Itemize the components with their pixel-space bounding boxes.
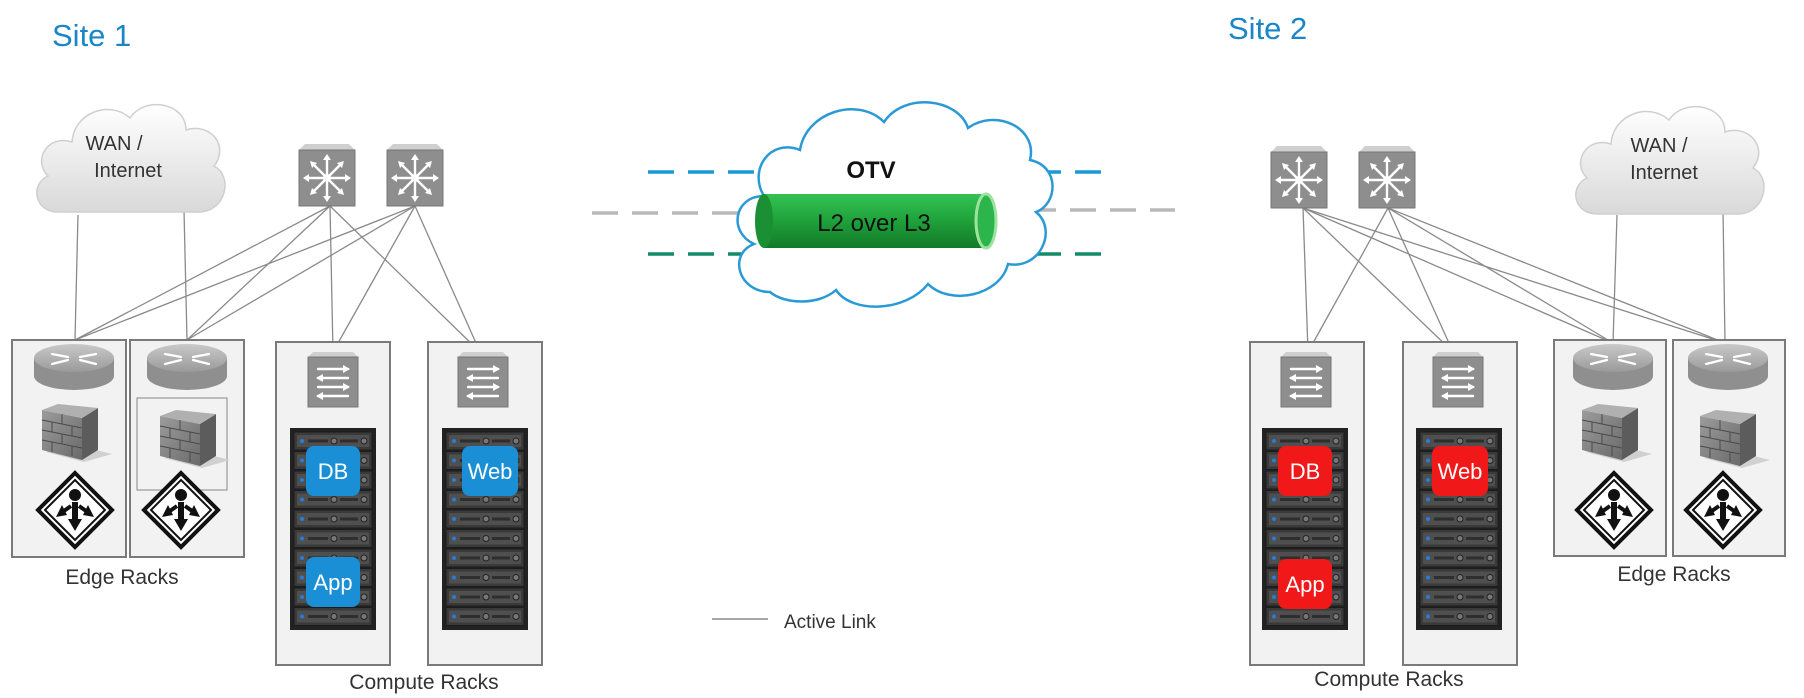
site1-compute-rack-db-app: DB App — [275, 341, 391, 666]
site2-edge-rack-2 — [1672, 339, 1786, 557]
site1-web-vm-label: Web — [468, 459, 513, 484]
site2-web-vm-label: Web — [1438, 459, 1483, 484]
legend: Active Link — [712, 612, 876, 633]
otv-tunnel-label: L2 over L3 — [817, 210, 930, 237]
site2-app-vm-label: App — [1285, 572, 1324, 597]
site1-core-switch-1-icon — [297, 142, 357, 208]
tor-switch-icon — [1431, 350, 1485, 409]
site1-app-vm-label: App — [313, 570, 352, 595]
site2-wan-label-line2: Internet — [1630, 162, 1698, 184]
otv-title: OTV — [846, 157, 895, 184]
tor-switch-icon — [456, 350, 510, 409]
site1-wan-cloud: WAN / Internet — [36, 103, 226, 213]
site1-compute-rack-web: Web — [427, 341, 543, 666]
site2-app-vm-badge — [1278, 559, 1332, 609]
site2-compute-racks-label: Compute Racks — [1314, 668, 1463, 691]
router-icon — [32, 342, 116, 392]
site2-wan-cloud: WAN / Internet — [1575, 105, 1765, 215]
site2-core-switch-2-icon — [1357, 144, 1417, 210]
site1-wan-label-line2: Internet — [94, 160, 162, 182]
site1-compute-racks-label: Compute Racks — [349, 671, 498, 694]
site1-db-vm-badge — [306, 446, 360, 496]
site2-edge-rack-1 — [1553, 339, 1667, 557]
site2-db-vm-badge — [1278, 446, 1332, 496]
otv-tunnel: L2 over L3 — [755, 192, 998, 250]
active-link-label: Active Link — [784, 612, 876, 633]
site2-compute-rack-web: Web — [1402, 341, 1518, 666]
tor-switch-icon — [306, 350, 360, 409]
site1-core-switch-2-icon — [385, 142, 445, 208]
site2-db-vm-label: DB — [1290, 459, 1321, 484]
site1-edge-racks-label: Edge Racks — [65, 566, 178, 589]
router-icon — [1571, 342, 1655, 392]
site1-db-vm-label: DB — [318, 459, 349, 484]
site1-title: Site 1 — [52, 18, 131, 53]
router-icon — [1686, 342, 1770, 392]
site1-wan-label-line1: WAN / — [85, 133, 142, 155]
site2-wan-label-line1: WAN / — [1630, 135, 1687, 157]
site1-web-vm-badge — [462, 446, 518, 496]
site1-links — [74, 205, 481, 353]
tor-switch-icon — [1279, 350, 1333, 409]
site2-compute-rack-db-app: DB App — [1249, 341, 1365, 666]
site2-web-vm-badge — [1432, 446, 1488, 496]
site2-edge-racks-label: Edge Racks — [1617, 563, 1730, 586]
site2-links — [1302, 207, 1726, 353]
site2-title: Site 2 — [1228, 11, 1307, 46]
site2-core-switch-1-icon — [1269, 144, 1329, 210]
router-icon — [145, 342, 229, 392]
site1-app-vm-badge — [306, 557, 360, 607]
site1-edge-rack-1 — [11, 339, 127, 558]
site1-edge-rack-2 — [129, 339, 245, 558]
